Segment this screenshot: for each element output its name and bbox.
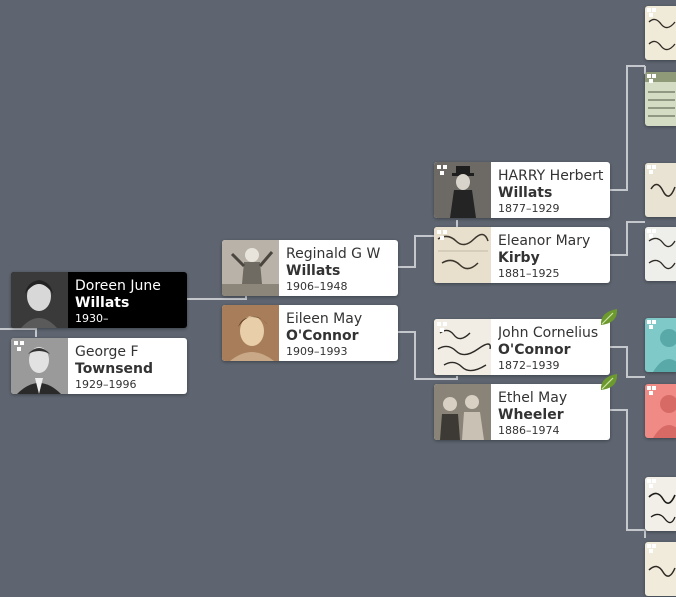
person-card-harry[interactable]: HARRY Herbert Willats 1877–1929 bbox=[434, 162, 610, 218]
leaf-hint-icon[interactable] bbox=[598, 306, 620, 328]
person-photo bbox=[11, 272, 68, 328]
record-hint-icon[interactable] bbox=[436, 321, 448, 333]
person-card-partial[interactable] bbox=[645, 72, 676, 126]
given-name: Eileen May bbox=[286, 311, 363, 327]
life-dates: 1872–1939 bbox=[498, 359, 560, 372]
person-card-eleanor[interactable]: Eleanor Mary Kirby 1881–1925 bbox=[434, 227, 610, 283]
life-dates: 1886–1974 bbox=[498, 424, 560, 437]
person-card-ethel[interactable]: Ethel May Wheeler 1886–1974 bbox=[434, 384, 610, 440]
given-name: Doreen June bbox=[75, 278, 161, 294]
person-photo bbox=[222, 240, 279, 296]
person-photo bbox=[222, 305, 279, 361]
surname: Willats bbox=[498, 185, 553, 201]
given-name: Ethel May bbox=[498, 390, 568, 406]
surname: O'Connor bbox=[286, 328, 359, 344]
life-dates: 1929–1996 bbox=[75, 378, 137, 391]
record-hint-icon[interactable] bbox=[13, 340, 25, 352]
person-card-partial[interactable] bbox=[645, 477, 676, 531]
record-hint-icon[interactable] bbox=[436, 164, 448, 176]
person-card-reginald[interactable]: Reginald G W Willats 1906–1948 bbox=[222, 240, 398, 296]
given-name: Reginald G W bbox=[286, 246, 381, 262]
person-card-john[interactable]: John Cornelius O'Connor 1872–1939 bbox=[434, 319, 610, 375]
life-dates: 1881–1925 bbox=[498, 267, 560, 280]
person-photo bbox=[434, 384, 491, 440]
surname: Wheeler bbox=[498, 407, 564, 423]
person-card-eileen[interactable]: Eileen May O'Connor 1909–1993 bbox=[222, 305, 398, 361]
leaf-hint-icon[interactable] bbox=[598, 371, 620, 393]
person-card-partial[interactable] bbox=[645, 318, 676, 372]
record-hint-icon[interactable] bbox=[436, 229, 448, 241]
person-card-partial[interactable] bbox=[645, 384, 676, 438]
given-name: HARRY Herbert bbox=[498, 168, 604, 184]
surname: Willats bbox=[286, 263, 341, 279]
surname: Kirby bbox=[498, 250, 540, 266]
given-name: John Cornelius bbox=[498, 325, 599, 341]
person-card-partial[interactable] bbox=[645, 6, 676, 60]
surname: O'Connor bbox=[498, 342, 571, 358]
person-card-partial[interactable] bbox=[645, 227, 676, 281]
person-card-partial[interactable] bbox=[645, 542, 676, 596]
surname: Townsend bbox=[75, 361, 154, 377]
life-dates: 1909–1993 bbox=[286, 345, 348, 358]
life-dates: 1877–1929 bbox=[498, 202, 560, 215]
given-name: George F bbox=[75, 344, 139, 360]
life-dates: 1930– bbox=[75, 312, 109, 325]
life-dates: 1906–1948 bbox=[286, 280, 348, 293]
person-card-doreen[interactable]: Doreen June Willats 1930– bbox=[11, 272, 187, 328]
person-card-george[interactable]: George F Townsend 1929–1996 bbox=[11, 338, 187, 394]
person-card-partial[interactable] bbox=[645, 163, 676, 217]
given-name: Eleanor Mary bbox=[498, 233, 591, 249]
surname: Willats bbox=[75, 295, 130, 311]
